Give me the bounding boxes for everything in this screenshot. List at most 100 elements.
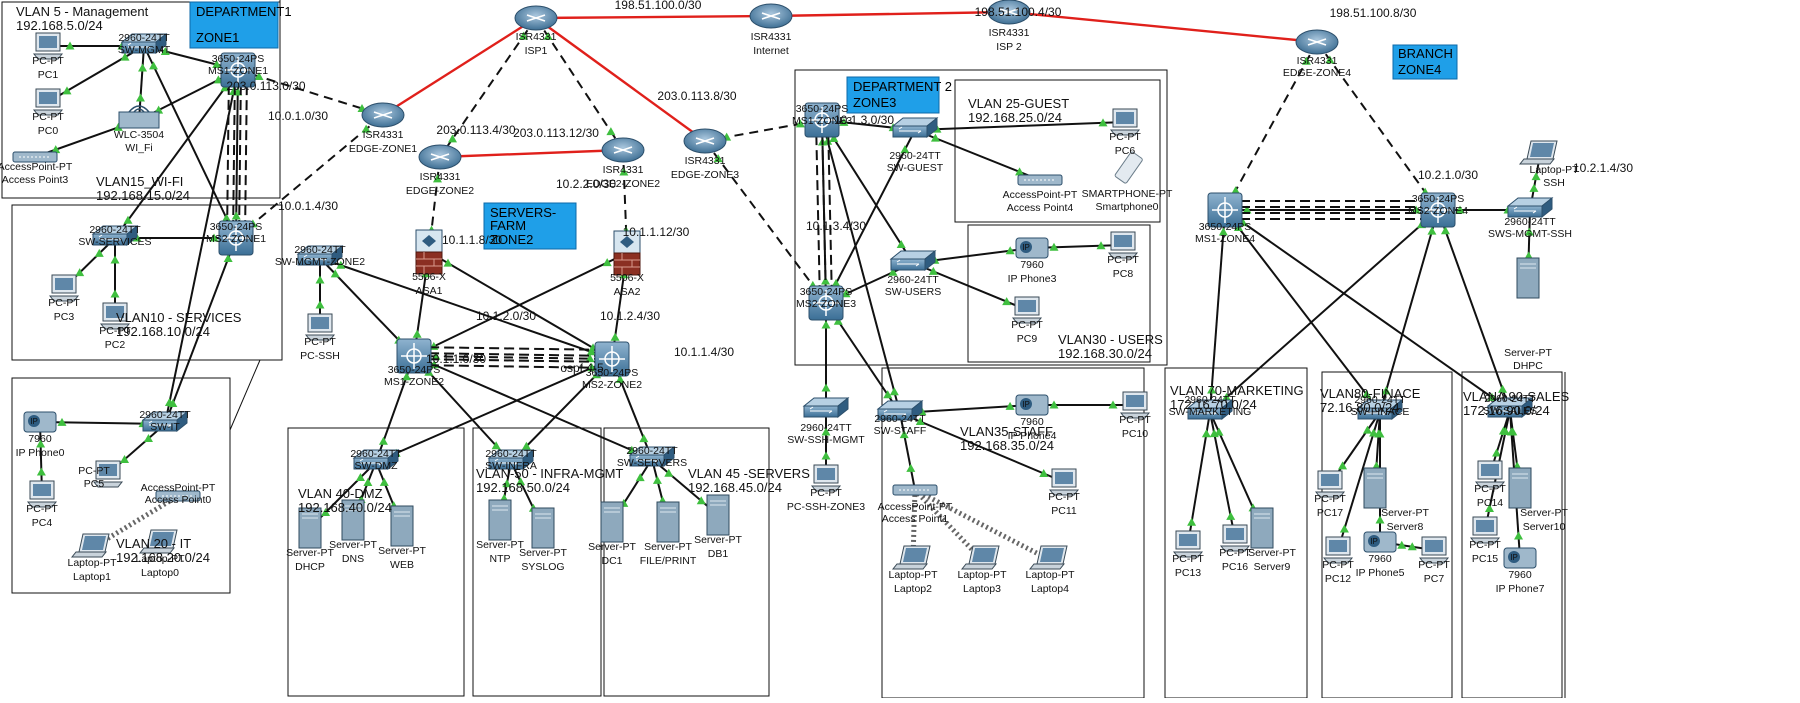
pc-icon[interactable] [48,274,80,302]
server-icon[interactable] [390,505,414,547]
server-icon[interactable] [1363,467,1387,509]
phone-icon[interactable]: IP [23,411,57,433]
mls-icon[interactable] [1207,192,1243,228]
pc-icon[interactable] [1474,460,1506,488]
firewall-icon[interactable] [613,230,641,276]
router-icon[interactable] [1295,29,1339,55]
server-icon[interactable] [656,501,680,543]
link-up-indicator [1187,517,1197,526]
pc-icon[interactable] [304,313,336,341]
link-internet-isp2 [770,10,1010,18]
switch-icon[interactable] [1356,398,1404,421]
switch-icon[interactable] [352,448,400,471]
pc-icon[interactable] [1469,516,1501,544]
device-name-label: IP Phone5 [1356,567,1405,579]
laptop-icon[interactable] [1028,545,1068,570]
phone-icon[interactable]: IP [1363,531,1397,553]
pc-icon[interactable] [810,464,842,492]
router-icon[interactable] [601,137,645,163]
server-icon[interactable] [1250,507,1274,549]
link-up-indicator [1226,511,1236,520]
server-icon[interactable] [531,507,555,549]
pc-icon[interactable] [1314,470,1346,498]
pc-icon[interactable] [32,32,64,60]
switch-icon[interactable] [889,249,937,272]
switch-icon[interactable] [120,32,168,55]
device-name-label: SW-GUEST [887,162,944,174]
mls-icon[interactable] [594,341,630,377]
pc-icon[interactable] [1107,231,1139,259]
ap-icon[interactable] [155,490,201,502]
laptop-icon[interactable] [960,545,1000,570]
device-model-label: PC-PT [304,336,336,348]
server-icon[interactable] [1508,467,1532,509]
phonesmart-icon[interactable] [1114,151,1143,184]
laptop-icon[interactable] [891,545,931,570]
phone-icon[interactable]: IP [1503,547,1537,569]
device-model-label: WLC-3504 [114,129,164,141]
pc-icon[interactable] [32,88,64,116]
laptop-icon[interactable] [138,529,178,554]
router-icon[interactable] [361,102,405,128]
wireless-link [913,488,984,562]
vlan-name-label: VLAN 5 - Management [16,4,149,19]
pc-icon[interactable] [1418,536,1450,564]
laptop-icon[interactable] [70,533,110,558]
device-name-label: SW-IT [150,421,180,433]
ap-icon[interactable] [12,151,58,163]
switch-icon[interactable] [1186,398,1234,421]
phone-icon[interactable]: IP [1015,237,1049,259]
server-icon[interactable] [1516,257,1540,299]
switch-icon[interactable] [296,244,344,267]
mls-icon[interactable] [808,285,844,321]
link-isp2-edge4 [1008,10,1318,44]
wlc-icon[interactable] [118,105,160,129]
mls-icon[interactable] [396,338,432,374]
switch-icon[interactable] [876,399,924,422]
link-up-indicator [1218,227,1228,236]
pc-icon[interactable] [1011,296,1043,324]
router-icon[interactable] [749,3,793,29]
switch-icon[interactable] [891,116,939,139]
pc-icon[interactable] [1048,468,1080,496]
router-icon[interactable] [987,0,1031,25]
server-icon[interactable] [488,499,512,541]
pc-icon[interactable] [1322,536,1354,564]
pc-icon[interactable] [1119,391,1151,419]
link-isp1-edge1 [382,16,537,117]
phone-icon[interactable]: IP [1015,394,1049,416]
pc-icon[interactable] [1109,108,1141,136]
switch-icon[interactable] [487,448,535,471]
server-icon[interactable] [706,494,730,536]
pc-icon[interactable] [1219,524,1251,552]
mls-icon[interactable] [220,52,256,88]
server-icon[interactable] [298,507,322,549]
link-up-indicator [896,239,906,248]
pc-icon[interactable] [26,480,58,508]
mls-icon[interactable] [804,102,840,138]
ap-icon[interactable] [1017,174,1063,186]
ap-icon[interactable] [892,484,938,496]
switch-icon[interactable] [628,445,676,468]
device-model-label: PC-PT [1322,559,1354,571]
pc-icon[interactable] [1172,530,1204,558]
firewall-icon[interactable] [415,229,443,275]
device-name-label: PC9 [1017,333,1038,345]
mls-icon[interactable] [218,220,254,256]
device-model-label: 2960-24TT [889,150,941,162]
router-icon[interactable] [683,128,727,154]
router-icon[interactable] [514,5,558,31]
laptop-icon[interactable] [1518,140,1558,165]
switch-icon[interactable] [1486,396,1534,419]
mls-icon[interactable] [1420,192,1456,228]
switch-icon[interactable] [141,410,189,433]
switch-icon[interactable] [802,396,850,419]
pc-icon[interactable] [99,302,131,330]
router-icon[interactable] [418,144,462,170]
server-icon[interactable] [341,499,365,541]
device-name-label: MS1-ZONE2 [384,376,444,388]
switch-icon[interactable] [91,224,139,247]
switch-icon[interactable] [1506,196,1554,219]
pc-icon[interactable] [92,460,124,488]
server-icon[interactable] [600,501,624,543]
